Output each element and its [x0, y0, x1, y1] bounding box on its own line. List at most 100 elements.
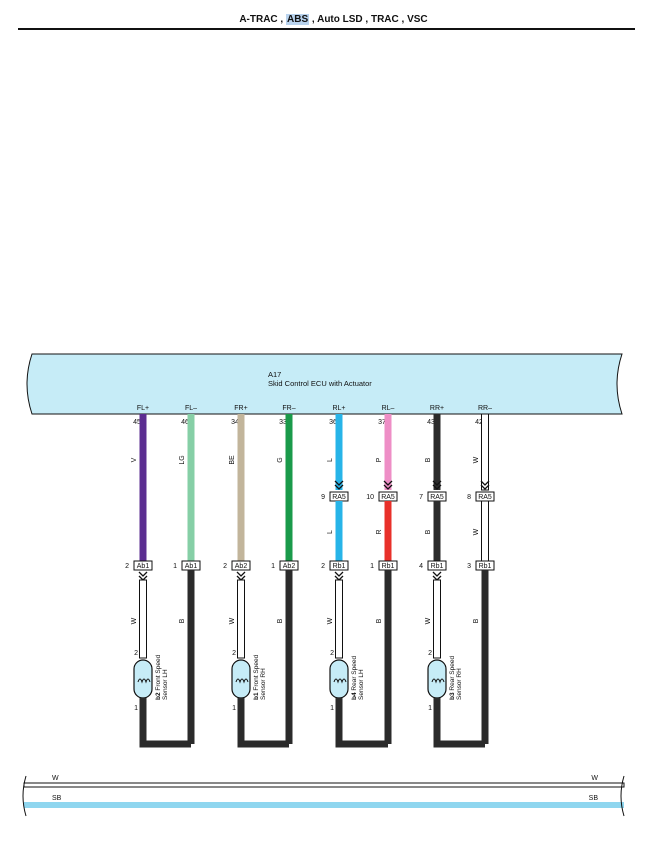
connector-pin-number: 1 [173, 563, 177, 570]
inline-connector-label: Ab2 [235, 563, 248, 570]
sensor-label: b4 Rear Speed [351, 656, 358, 700]
inline-connector-label: Ab1 [137, 563, 150, 570]
bus-break-left [22, 775, 27, 817]
joint-connector-label: RA5 [430, 494, 444, 501]
ecu-pin-number: 46 [181, 419, 189, 426]
connector-pin-number: 2 [125, 563, 129, 570]
wire-color-code-upper: G [277, 457, 284, 462]
harness-chevron [138, 571, 148, 581]
bus-label-right: W [591, 775, 598, 782]
sensor-code: b2 [155, 691, 162, 700]
connector-pin-number: 4 [419, 563, 423, 570]
wire-color-code-upper: L [327, 458, 334, 462]
terminal-label: FR+ [234, 405, 247, 412]
ecu-pin-number: 45 [133, 419, 141, 426]
sensor-name-line2: Sensor LH [358, 669, 365, 700]
bus-label-left: SB [52, 795, 62, 802]
wire-color-code-lower: W [425, 617, 432, 624]
sensor-pin-bottom: 1 [330, 705, 334, 712]
ecu-name: Skid Control ECU with Actuator [268, 379, 372, 388]
wire-upper [384, 414, 392, 490]
inline-connector-label: Rb1 [479, 563, 492, 570]
sensor-pin-top: 2 [428, 650, 432, 657]
sensor-ground-loop [335, 698, 388, 748]
inline-connector-label: Rb1 [333, 563, 346, 570]
sensor-coil-icon [235, 678, 249, 684]
inline-connector-label: Rb1 [431, 563, 444, 570]
wire-lower [237, 579, 245, 659]
ecu-pin-number: 42 [475, 419, 483, 426]
inline-connector [133, 560, 153, 571]
header-systems-b: , Auto LSD , TRAC , VSC [311, 14, 428, 25]
connector-pin-number: 1 [271, 563, 275, 570]
joint-chevron [383, 480, 393, 490]
joint-chevron [480, 480, 490, 490]
wire-color-code-lower: B [376, 618, 383, 623]
bus-line-w [23, 782, 625, 788]
wire-color-code-upper: BE [229, 455, 236, 465]
wire-color-code-upper: LG [179, 455, 186, 464]
wire-color-code-upper: B [425, 457, 432, 462]
sensor-label: b3 Rear Speed [449, 656, 456, 700]
joint-connector-label: RA5 [478, 494, 492, 501]
header-rule [18, 28, 635, 30]
wire-color-code-upper: V [131, 457, 138, 462]
wire-color-code-middle: W [473, 528, 480, 535]
joint-chevron [432, 480, 442, 490]
wire-upper [433, 414, 441, 490]
wire-color-code-middle: R [376, 529, 383, 534]
sensor-coil-icon [137, 678, 151, 684]
wire-color-code-lower: W [229, 617, 236, 624]
sensor-name-line1: Front Speed [253, 654, 260, 690]
wire-color-code-lower: B [473, 618, 480, 623]
sensor-ground-loop [139, 698, 191, 748]
inline-connector [427, 560, 447, 571]
sensor-pin-top: 2 [330, 650, 334, 657]
joint-pin-number: 10 [366, 494, 374, 501]
wire-color-code-middle: L [327, 530, 334, 534]
sensor-name-line1: Rear Speed [449, 656, 456, 691]
sensor-code: b3 [449, 691, 456, 700]
wire-lower [139, 579, 147, 659]
wire-color-code-upper: W [473, 456, 480, 463]
sensor-ground-loop [433, 698, 485, 748]
sensor-return-loops [139, 698, 485, 748]
sensor-ground-loop [237, 698, 289, 748]
connector-pin-number: 1 [370, 563, 374, 570]
header-systems-a: A-TRAC , [239, 14, 284, 25]
harness-chevron [334, 571, 344, 581]
connector-pin-number: 3 [467, 563, 471, 570]
wire-upper [335, 414, 343, 490]
joint-pin-number: 8 [467, 494, 471, 501]
sensor-code: b4 [351, 691, 358, 700]
terminal-label: RR– [478, 405, 492, 412]
sensor-pin-bottom: 1 [232, 705, 236, 712]
wire-middle [481, 500, 489, 562]
terminal-label: RL– [382, 405, 395, 412]
joint-chevron [334, 480, 344, 490]
wire-upper [139, 414, 147, 561]
sensor-label: b2 Front Speed [155, 654, 162, 700]
sensor-coil-icon [333, 678, 347, 684]
wire-channels: FL+45VAb12WFL–46LGAb11BFR+34BEAb22WFR–33… [125, 405, 495, 744]
wire-upper [187, 414, 195, 561]
bus-label-right: SB [589, 795, 599, 802]
header-highlight-abs: ABS [286, 14, 310, 25]
wire-lower [335, 579, 343, 659]
joint-pin-number: 7 [419, 494, 423, 501]
sensor-pin-bottom: 1 [428, 705, 432, 712]
joint-connector-label: RA5 [332, 494, 346, 501]
joint-pin-number: 9 [321, 494, 325, 501]
page-header: A-TRAC , ABS , Auto LSD , TRAC , VSC [0, 14, 667, 25]
